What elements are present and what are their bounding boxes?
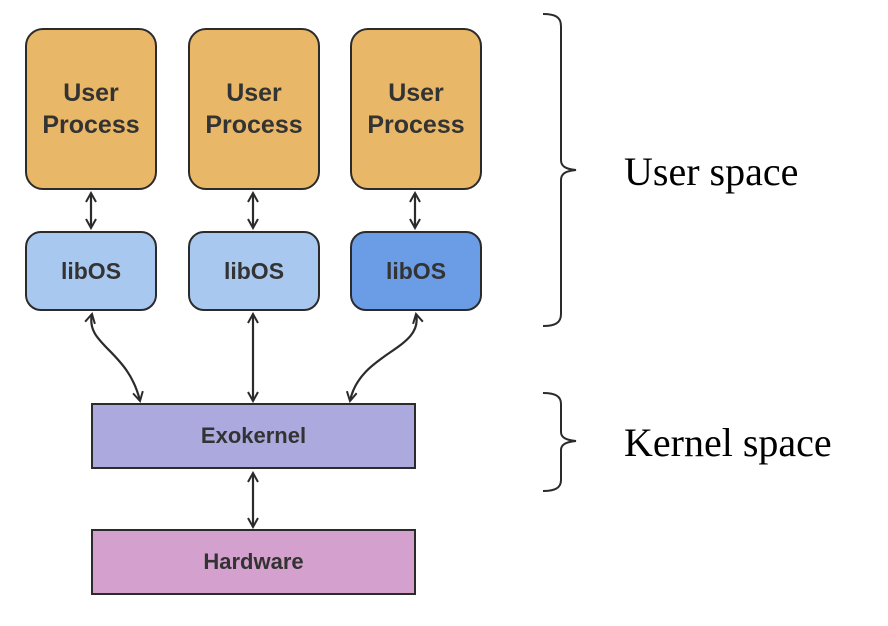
libos-box: libOS [350, 231, 482, 311]
kernel-space-label: Kernel space [624, 420, 832, 465]
hardware-box: Hardware [91, 529, 416, 595]
libos-box: libOS [188, 231, 320, 311]
exokernel-box: Exokernel [91, 403, 416, 469]
user-process-box: User Process [188, 28, 320, 190]
libos-box: libOS [25, 231, 157, 311]
user-space-label: User space [624, 149, 799, 194]
kernel-space-brace [542, 392, 577, 492]
user-space-brace [542, 13, 577, 327]
user-process-box: User Process [25, 28, 157, 190]
arrow-libos-3-exokernel [350, 314, 417, 401]
user-process-box: User Process [350, 28, 482, 190]
arrow-libos-1-exokernel [91, 314, 140, 401]
